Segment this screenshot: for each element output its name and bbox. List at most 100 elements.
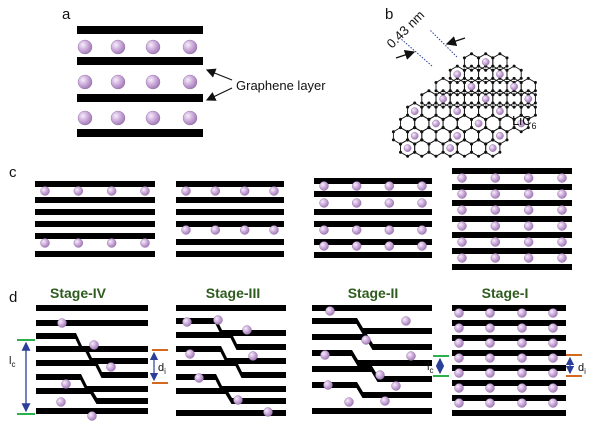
stage-i-title: Stage-I: [482, 285, 529, 301]
di-sub: i: [584, 367, 586, 376]
carbon-atom: [441, 117, 445, 121]
panel-a: a Graphene layer: [62, 6, 326, 137]
carbon-atom: [484, 89, 488, 93]
lithium-ion: [523, 173, 534, 183]
carbon-atom: [519, 81, 523, 84]
lithium-ion: [517, 119, 526, 128]
lithium-ion: [89, 340, 99, 350]
carbon-atom: [448, 68, 452, 72]
lithium-ion: [517, 383, 527, 393]
lithium-ion: [454, 308, 464, 318]
carbon-atom: [477, 64, 481, 68]
lithium-ion: [269, 186, 279, 196]
lc-sub: c: [429, 366, 433, 375]
lithium-ion: [523, 189, 534, 199]
carbon-atom: [519, 93, 523, 97]
lithium-ion: [548, 353, 558, 363]
graphene-layer: [176, 332, 286, 350]
lithium-ion: [182, 74, 198, 90]
di-label-stage-iv: di: [158, 362, 166, 376]
carbon-atom: [462, 105, 466, 109]
lithium-ion: [181, 225, 191, 235]
graphene-layer: [452, 320, 566, 326]
graphene-layer: [452, 232, 572, 238]
graphene-layer: [314, 209, 432, 215]
carbon-atom: [477, 113, 481, 117]
carbon-hexagon: [414, 139, 430, 157]
lithium-ion: [361, 335, 371, 345]
carbon-hexagon: [478, 65, 494, 84]
carbon-atom: [420, 101, 424, 105]
graphene-layer: [452, 264, 572, 270]
lithium-ion: [77, 74, 93, 90]
carbon-atom: [427, 150, 431, 154]
carbon-atom: [477, 101, 481, 105]
carbon-hexagon: [449, 77, 465, 96]
carbon-atom: [462, 101, 466, 105]
lithium-ion: [110, 39, 126, 55]
carbon-atom: [427, 101, 431, 105]
carbon-atom: [406, 130, 410, 134]
stage-i-lc-marker: lc: [427, 355, 449, 377]
graphene-layer: [176, 318, 286, 336]
carbon-atom: [505, 81, 509, 84]
carbon-hexagon: [520, 77, 536, 96]
stage-ii-title: Stage-II: [348, 285, 399, 301]
carbon-atom: [434, 113, 438, 117]
carbon-atom: [526, 126, 530, 130]
lithium-ion: [517, 308, 527, 318]
graphene-layer: [77, 94, 203, 102]
distance-arrow-right: [445, 36, 466, 47]
carbon-atom: [505, 56, 509, 60]
carbon-atom: [399, 150, 402, 154]
carbon-atom: [526, 89, 530, 93]
carbon-atom: [434, 105, 438, 109]
lithium-ion: [242, 325, 252, 335]
carbon-hexagon: [463, 53, 480, 71]
carbon-atom: [462, 56, 466, 60]
graphene-layer: [176, 181, 284, 187]
carbon-atom: [491, 64, 495, 68]
lithium-ion: [106, 362, 116, 372]
lithium-ion: [490, 221, 501, 231]
lithium-ion: [140, 238, 150, 248]
stage-i-structure: [452, 305, 566, 416]
lithium-ion: [417, 198, 427, 208]
di-main: d: [158, 362, 164, 374]
carbon-atom: [462, 81, 466, 84]
carbon-atom: [477, 68, 481, 72]
carbon-atom: [406, 113, 410, 117]
graphene-layer: [35, 181, 155, 187]
carbon-atom: [462, 68, 466, 72]
carbon-atom: [477, 56, 481, 60]
lattice-ions: [403, 58, 533, 152]
carbon-atom: [455, 89, 459, 93]
carbon-atom: [491, 81, 495, 84]
lithium-ion: [446, 144, 455, 152]
carbon-atom: [505, 113, 509, 117]
stage-ii-structure: [312, 305, 432, 414]
lithium-ion: [517, 368, 527, 378]
panel-b-label: b: [385, 6, 393, 23]
lithium-ion: [485, 383, 495, 393]
carbon-atom: [477, 138, 481, 142]
carbon-atom: [526, 105, 530, 109]
lithium-ion: [87, 411, 97, 421]
graphene-layer: [176, 305, 286, 311]
carbon-atom: [470, 105, 473, 109]
graphene-layer: [452, 395, 566, 401]
graphene-layer: [314, 191, 432, 197]
panel-a-graphene-layers: [77, 26, 203, 137]
annotation-arrow-lower: [205, 87, 233, 101]
carbon-atom: [455, 93, 459, 97]
lithium-ion: [432, 119, 440, 128]
carbon-atom: [477, 93, 481, 97]
graphene-layer: [312, 334, 432, 350]
panel-c-stack: [314, 178, 432, 258]
carbon-atom: [448, 138, 452, 142]
panel-a-label: a: [62, 6, 71, 23]
lithium-ion: [417, 181, 427, 191]
lithium-ion: [77, 39, 93, 55]
graphene-layer: [176, 221, 284, 227]
lithium-ion: [380, 396, 390, 406]
